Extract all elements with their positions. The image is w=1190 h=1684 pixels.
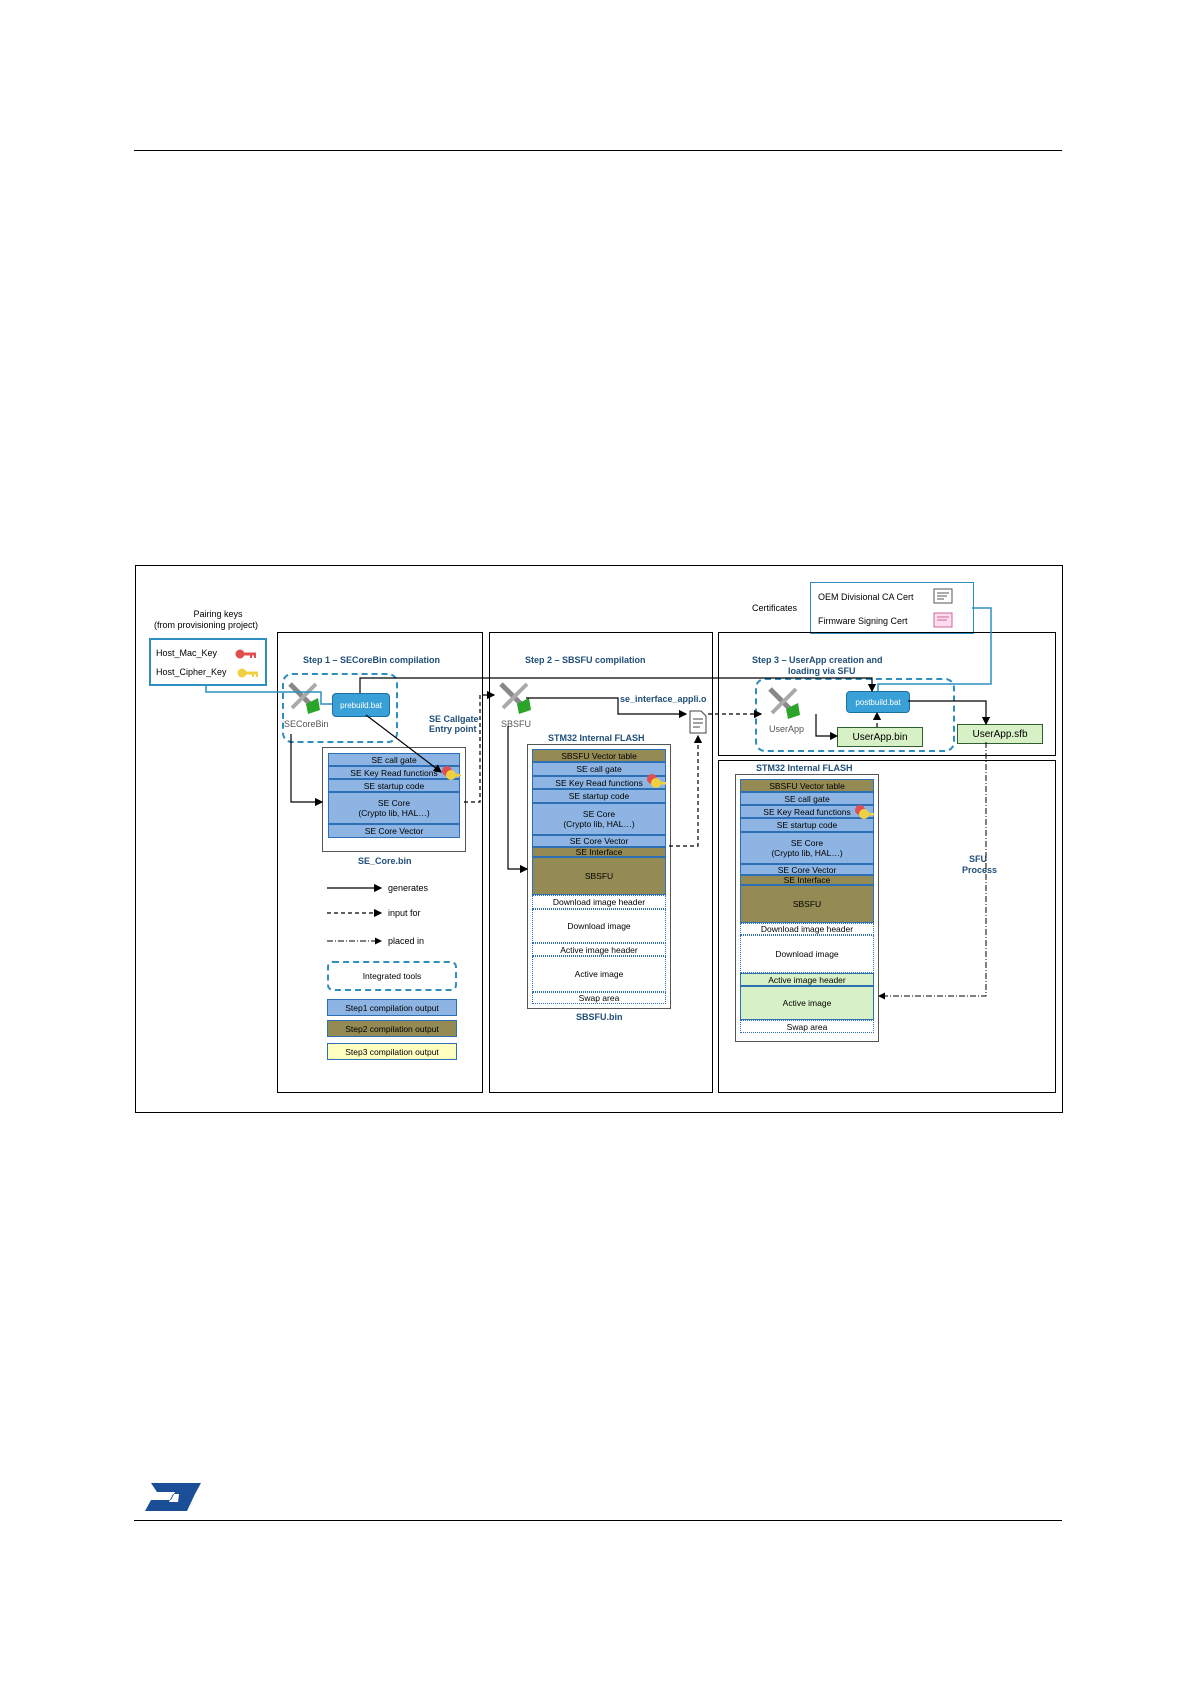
sbsfu-tool-label: SBSFU <box>501 719 532 729</box>
mem-row: SE Interface <box>740 875 874 885</box>
se-interface-file-label: se_interface_appli.o <box>620 694 707 704</box>
mem-row: SE Key Read functions <box>328 766 460 779</box>
pairing-title-1: Pairing keys <box>193 609 243 619</box>
prebuild-bat-button: prebuild.bat <box>332 693 390 717</box>
mem-row: Swap area <box>532 992 666 1004</box>
mem-row: Download image header <box>532 895 666 909</box>
mem-row: SBSFU <box>532 857 666 895</box>
step2-title: Step 2 – SBSFU compilation <box>525 655 646 665</box>
mem-row: SE call gate <box>328 753 460 766</box>
certificates-label: Certificates <box>752 603 798 613</box>
signing-certificate-icon <box>933 612 953 633</box>
step1-integrated-tools-box <box>282 673 398 743</box>
mem-row: SE startup code <box>532 789 666 803</box>
tool-wrench-icon <box>497 680 533 721</box>
pairing-keys-box: Host_Mac_Key Host_Cipher_Key <box>149 638 267 686</box>
sbsfu-bin-label: SBSFU.bin <box>576 1012 623 1022</box>
userapp-tool-label: UserApp <box>769 724 805 734</box>
key-pair-icon <box>646 773 666 794</box>
mem-row: SE Key Read functions <box>740 805 874 818</box>
header-rule <box>134 150 1062 151</box>
tool-wrench-icon <box>766 685 802 726</box>
mem-row: Active image <box>532 956 666 992</box>
mem-row: SE Core Vector <box>532 835 666 847</box>
red-key-icon <box>235 647 257 665</box>
mem-row: Download image <box>740 935 874 973</box>
footer-rule <box>134 1520 1062 1521</box>
mem-row: Download image header <box>740 923 874 935</box>
legend-placed-in: placed in <box>388 936 425 946</box>
mem-row: SE Core Vector <box>328 824 460 838</box>
userapp-bin-box: UserApp.bin <box>837 727 923 747</box>
legend-input-for: input for <box>388 908 421 918</box>
sfu-process-label-1: SFU <box>969 854 987 864</box>
mem-row: SE call gate <box>532 762 666 776</box>
se-core-bin-label: SE_Core.bin <box>358 856 412 866</box>
mem-row: Active image <box>740 986 874 1020</box>
step2-flash-title: STM32 Internal FLASH <box>548 733 645 743</box>
certificates-box: OEM Divisional CA Cert Firmware Signing … <box>810 582 974 634</box>
host-mac-key-label: Host_Mac_Key <box>156 648 218 658</box>
mem-row: SE call gate <box>740 792 874 805</box>
mem-row: SE Key Read functions <box>532 776 666 789</box>
sfu-process-label-2: Process <box>962 865 998 875</box>
fw-signing-cert-label: Firmware Signing Cert <box>818 616 908 626</box>
st-logo <box>143 1480 203 1514</box>
mem-row: SE Core (Crypto lib, HAL…) <box>532 803 666 835</box>
yellow-key-icon <box>237 666 259 684</box>
step3-flash-title: STM32 Internal FLASH <box>756 763 853 773</box>
object-file-icon <box>688 710 708 739</box>
mem-row: SE Core (Crypto lib, HAL…) <box>740 832 874 864</box>
se-callgate-label-1: SE Callgate <box>429 714 479 724</box>
host-cipher-key-label: Host_Cipher_Key <box>156 667 227 677</box>
key-pair-icon <box>441 765 461 786</box>
legend-integrated-tools: Integrated tools <box>327 961 457 991</box>
mem-row: SE Core (Crypto lib, HAL…) <box>328 792 460 824</box>
step3-top-panel <box>718 632 1056 756</box>
legend-generates: generates <box>388 883 429 893</box>
step1-title: Step 1 – SECoreBin compilation <box>303 655 441 665</box>
certificate-icon <box>933 588 953 609</box>
figure-frame: Pairing keys (from provisioning project)… <box>135 565 1063 1113</box>
se-core-bin-memory: SE call gate SE Key Read functions SE st… <box>322 747 466 852</box>
tool-wrench-icon <box>286 680 322 721</box>
mem-row: SBSFU Vector table <box>740 779 874 792</box>
step1-panel <box>277 632 483 1093</box>
legend-step3-output: Step3 compilation output <box>327 1043 457 1060</box>
mem-row: SE startup code <box>328 779 460 792</box>
step3-title-2: loading via SFU <box>788 666 856 676</box>
legend-step2-output: Step2 compilation output <box>327 1020 457 1037</box>
key-pair-icon <box>854 804 874 825</box>
step3-title-1: Step 3 – UserApp creation and <box>752 655 883 665</box>
mem-row: Active image header <box>532 943 666 956</box>
mem-row: SBSFU <box>740 885 874 923</box>
se-callgate-label-2: Entry point <box>429 724 477 734</box>
step2-panel <box>489 632 713 1093</box>
pairing-title-2: (from provisioning project) <box>153 620 259 630</box>
mem-row: SE startup code <box>740 818 874 832</box>
mem-row: SE Core Vector <box>740 864 874 875</box>
mem-row: SBSFU Vector table <box>532 749 666 762</box>
connector-overlay <box>205 607 992 1000</box>
mem-row: Active image header <box>740 973 874 986</box>
secorebin-tool-label: SECoreBin <box>284 719 329 729</box>
mem-row: Download image <box>532 909 666 943</box>
mem-row: Swap area <box>740 1020 874 1033</box>
legend-step1-output: Step1 compilation output <box>327 999 457 1016</box>
step3-bottom-panel <box>718 760 1056 1093</box>
userapp-sfb-box: UserApp.sfb <box>957 724 1043 744</box>
oem-ca-cert-label: OEM Divisional CA Cert <box>818 592 914 602</box>
mem-row: SE Interface <box>532 847 666 857</box>
